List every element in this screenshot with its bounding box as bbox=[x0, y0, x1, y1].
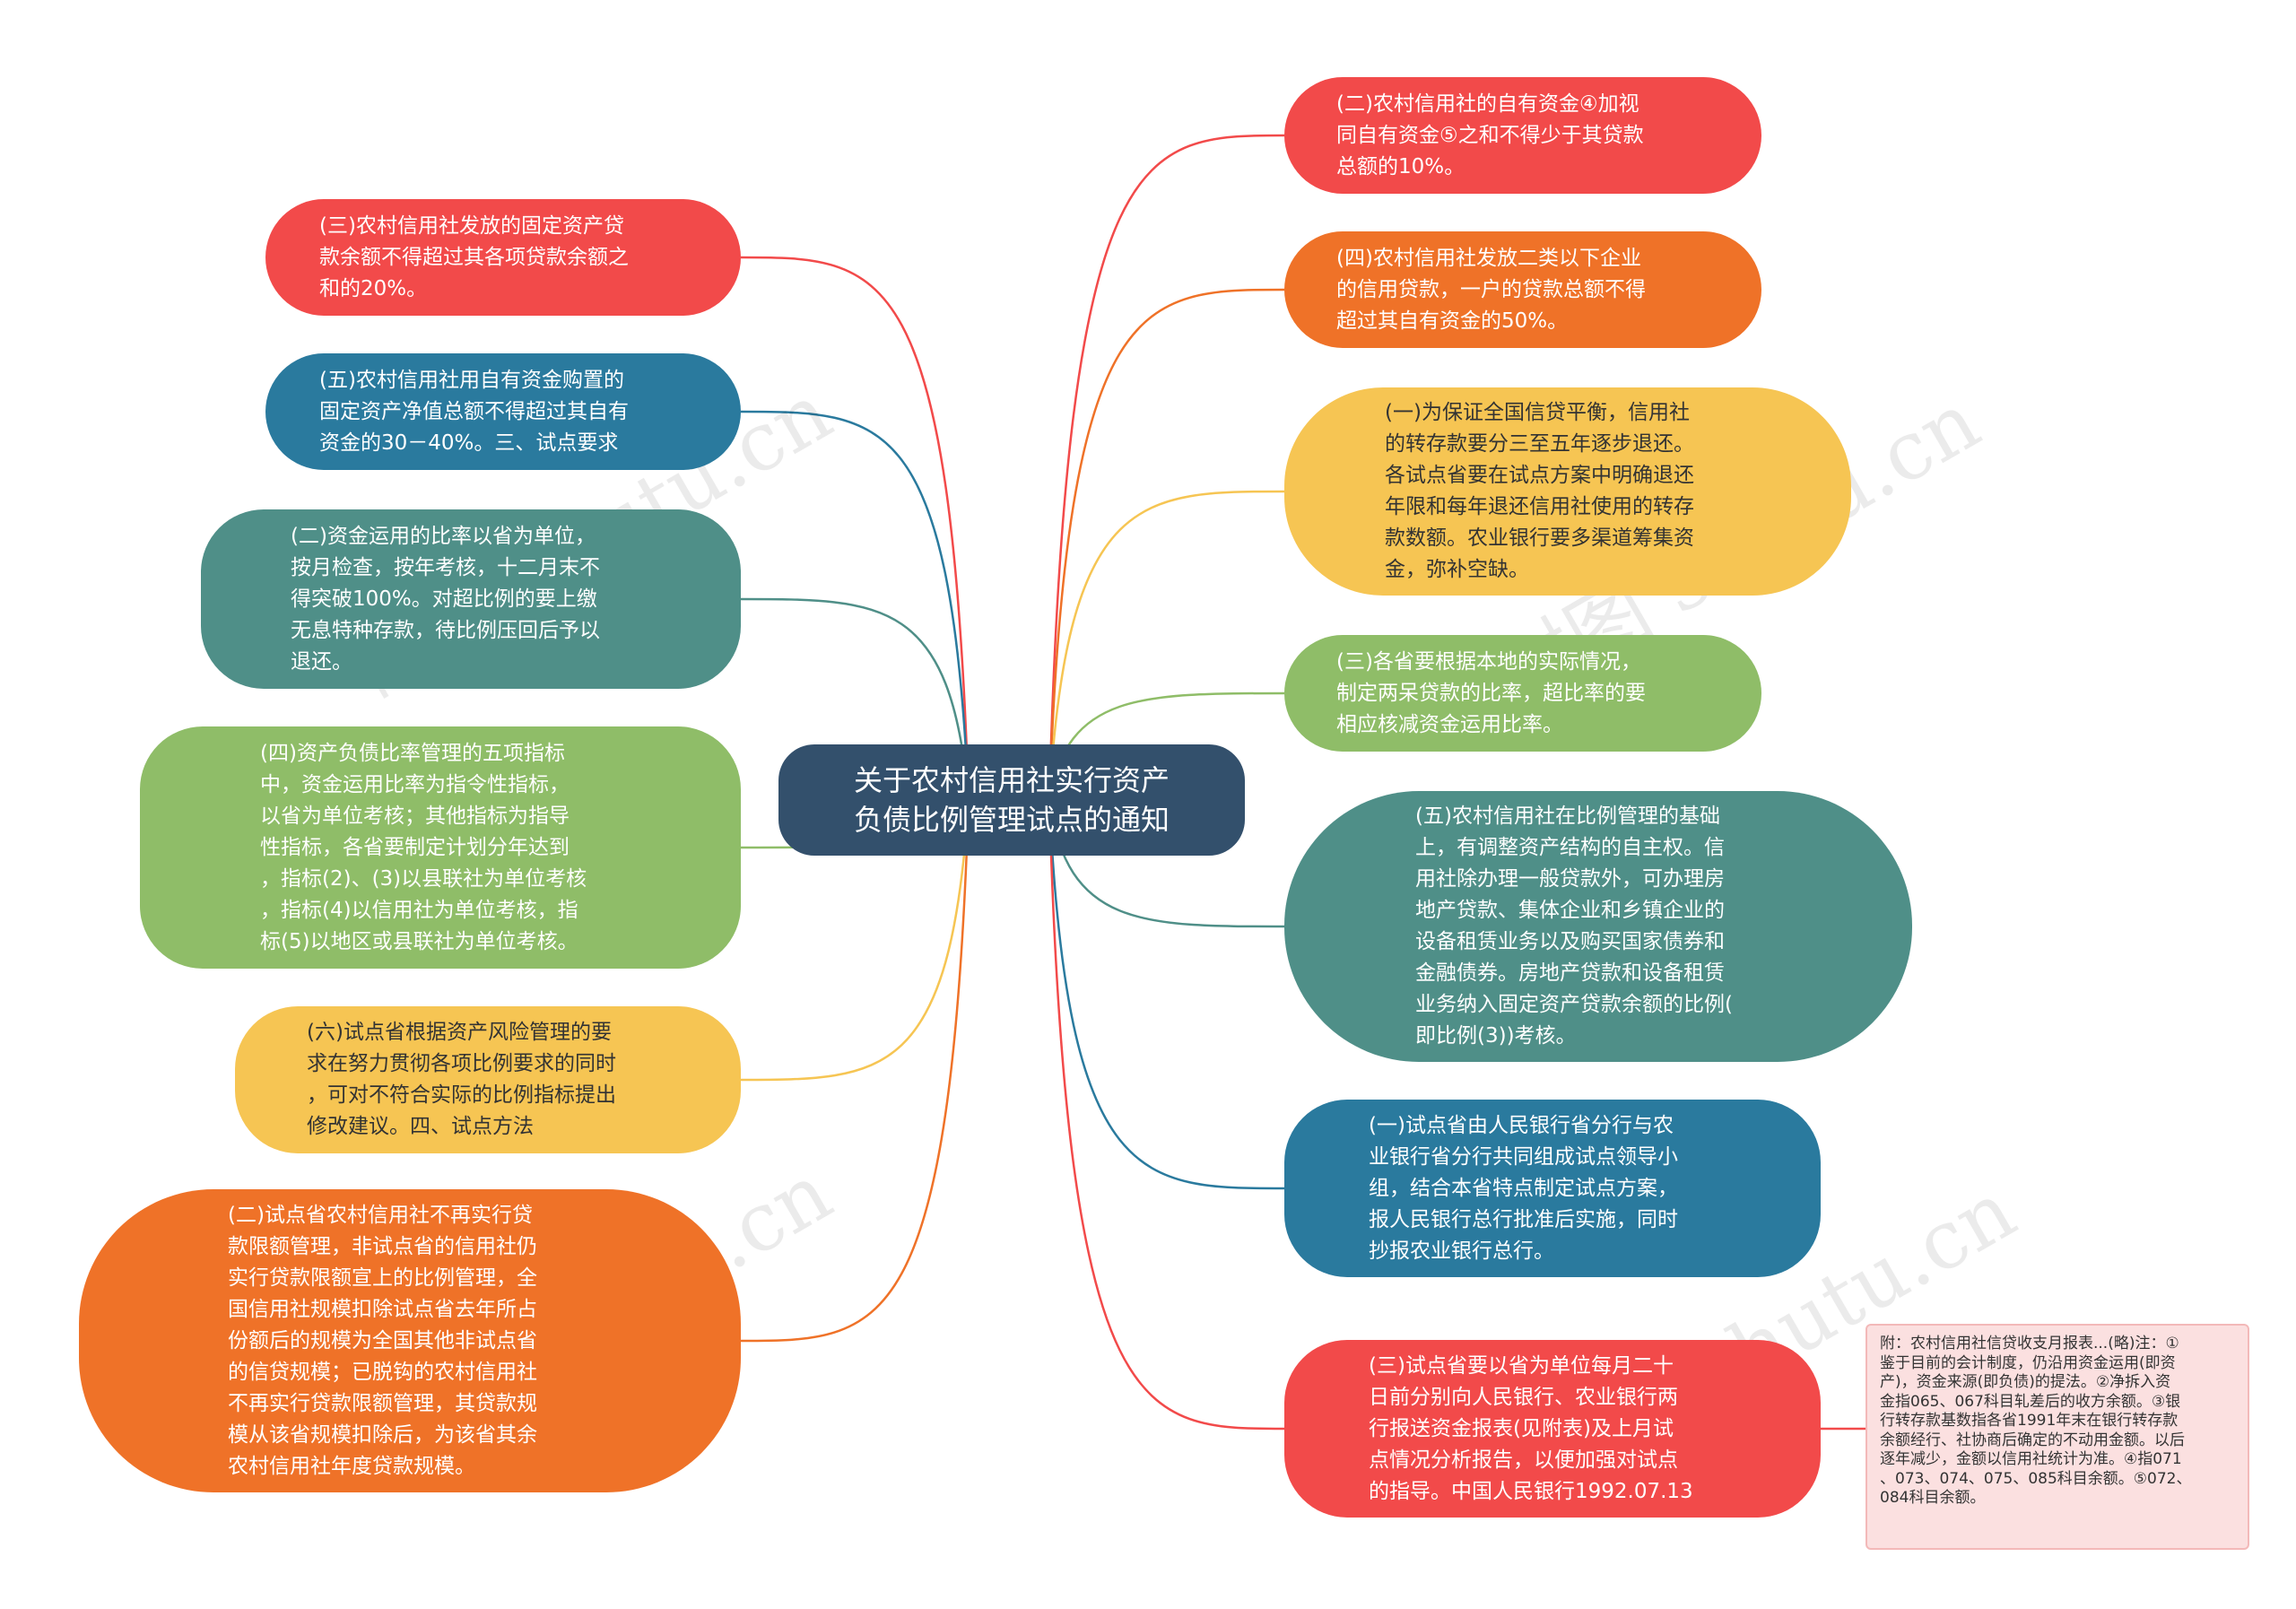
topic-node-left[interactable]: (三)农村信用社发放的固定资产贷 款余额不得超过其各项贷款余额之 和的20%。 bbox=[265, 199, 741, 316]
topic-node-left[interactable]: (五)农村信用社用自有资金购置的 固定资产净值总额不得超过其自有 资金的30－4… bbox=[265, 353, 741, 470]
topic-node-right[interactable]: (四)农村信用社发放二类以下企业 的信用贷款，一户的贷款总额不得 超过其自有资金… bbox=[1284, 231, 1761, 348]
connector-R3 bbox=[1048, 490, 1285, 801]
central-topic[interactable]: 关于农村信用社实行资产 负债比例管理试点的通知 bbox=[778, 744, 1245, 856]
attachment-note[interactable]: 附：农村信用社信贷收支月报表...(略)注：① 鉴于目前的会计制度，仍沿用资金运… bbox=[1866, 1324, 2249, 1550]
topic-node-left[interactable]: (二)试点省农村信用社不再实行贷 款限额管理，非试点省的信用社仍 实行贷款限额宣… bbox=[79, 1189, 741, 1492]
connector-L2 bbox=[740, 410, 970, 801]
topic-node-text: (四)资产负债比率管理的五项指标 中，资金运用比率为指令性指标， 以省为单位考核… bbox=[260, 741, 587, 953]
topic-node-right[interactable]: (一)试点省由人民银行省分行与农 业银行省分行共同组成试点领导小 组，结合本省特… bbox=[1284, 1100, 1821, 1277]
topic-node-text: (一)为保证全国信贷平衡，信用社 的转存款要分三至五年逐步退还。 各试点省要在试… bbox=[1385, 401, 1694, 581]
topic-node-right[interactable]: (三)各省要根据本地的实际情况， 制定两呆贷款的比率，超比率的要 相应核减资金运… bbox=[1284, 635, 1761, 752]
topic-node-text: (一)试点省由人民银行省分行与农 业银行省分行共同组成试点领导小 组，结合本省特… bbox=[1369, 1113, 1678, 1263]
connector-L3 bbox=[740, 597, 970, 801]
central-topic-label: 关于农村信用社实行资产 负债比例管理试点的通知 bbox=[853, 763, 1170, 837]
connector-R2 bbox=[1048, 288, 1285, 801]
topic-node-text: (二)农村信用社的自有资金④加视 同自有资金⑤之和不得少于其贷款 总额的10%。 bbox=[1336, 91, 1644, 178]
topic-node-left[interactable]: (四)资产负债比率管理的五项指标 中，资金运用比率为指令性指标， 以省为单位考核… bbox=[140, 726, 741, 969]
topic-node-text: (二)资金运用的比率以省为单位， 按月检查，按年考核，十二月末不 得突破100%… bbox=[291, 524, 600, 674]
topic-node-right[interactable]: (二)农村信用社的自有资金④加视 同自有资金⑤之和不得少于其贷款 总额的10%。 bbox=[1284, 77, 1761, 194]
connector-L5 bbox=[740, 799, 970, 1082]
topic-node-text: (三)试点省要以省为单位每月二十 日前分别向人民银行、农业银行两 行报送资金报表… bbox=[1369, 1353, 1693, 1503]
topic-node-left[interactable]: (六)试点省根据资产风险管理的要 求在努力贯彻各项比例要求的同时 ，可对不符合实… bbox=[235, 1006, 741, 1153]
topic-node-text: (五)农村信用社在比例管理的基础 上，有调整资产结构的自主权。信 用社除办理一般… bbox=[1415, 804, 1733, 1048]
topic-node-right[interactable]: (三)试点省要以省为单位每月二十 日前分别向人民银行、农业银行两 行报送资金报表… bbox=[1284, 1340, 1821, 1518]
topic-node-right[interactable]: (一)为保证全国信贷平衡，信用社 的转存款要分三至五年逐步退还。 各试点省要在试… bbox=[1284, 387, 1851, 596]
connector-L1 bbox=[740, 256, 970, 801]
connector-R6 bbox=[1048, 799, 1285, 1190]
topic-node-text: (四)农村信用社发放二类以下企业 的信用贷款，一户的贷款总额不得 超过其自有资金… bbox=[1336, 246, 1646, 333]
connector-R1 bbox=[1048, 134, 1285, 801]
attachment-note-text: 附：农村信用社信贷收支月报表...(略)注：① 鉴于目前的会计制度，仍沿用资金运… bbox=[1880, 1335, 2192, 1507]
topic-node-left[interactable]: (二)资金运用的比率以省为单位， 按月检查，按年考核，十二月末不 得突破100%… bbox=[201, 509, 741, 689]
topic-node-text: (三)农村信用社发放的固定资产贷 款余额不得超过其各项贷款余额之 和的20%。 bbox=[319, 213, 629, 300]
topic-node-text: (五)农村信用社用自有资金购置的 固定资产净值总额不得超过其自有 资金的30－4… bbox=[319, 368, 629, 455]
topic-node-right[interactable]: (五)农村信用社在比例管理的基础 上，有调整资产结构的自主权。信 用社除办理一般… bbox=[1284, 791, 1912, 1062]
connector-L6 bbox=[740, 799, 970, 1343]
topic-node-text: (三)各省要根据本地的实际情况， 制定两呆贷款的比率，超比率的要 相应核减资金运… bbox=[1336, 649, 1646, 736]
connector-R7 bbox=[1048, 799, 1285, 1431]
topic-node-text: (六)试点省根据资产风险管理的要 求在努力贯彻各项比例要求的同时 ，可对不符合实… bbox=[307, 1021, 616, 1138]
topic-node-text: (二)试点省农村信用社不再实行贷 款限额管理，非试点省的信用社仍 实行贷款限额宣… bbox=[228, 1203, 537, 1478]
